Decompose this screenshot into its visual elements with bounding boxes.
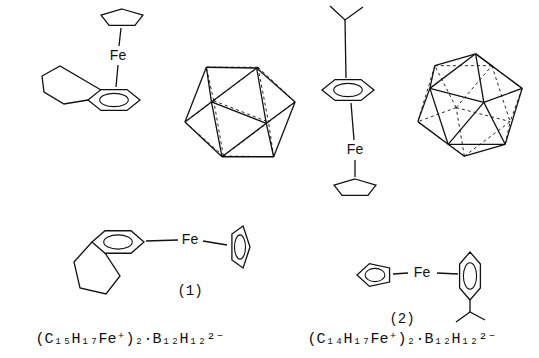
icosahedron-edge [448, 144, 464, 156]
compound-number: (2) [389, 312, 414, 327]
icosahedron-edge [258, 67, 269, 122]
icosahedron-edge [456, 108, 464, 157]
icosahedron-edge [222, 156, 274, 157]
icosahedron-edge [185, 122, 223, 156]
icosahedron-edge [206, 67, 258, 68]
icosahedron-edge [269, 102, 296, 122]
iron-atom-label: Fe [346, 142, 364, 157]
icosahedron-edge [206, 67, 211, 102]
iron-atom-label: Fe [109, 48, 127, 63]
formula-label: (C₁₅H₁₇Fe⁺)₂·B₁₂H₁₂²⁻ [35, 332, 224, 349]
bond-line [351, 103, 354, 140]
aromatic-circle [100, 93, 129, 106]
icosahedron-edge [505, 122, 510, 145]
fused-ring [42, 66, 101, 104]
aromatic-circle [104, 235, 133, 249]
icosahedron-edge [492, 66, 522, 89]
cyclopentadienyl-ring [334, 179, 376, 195]
icosahedron-edge [464, 144, 505, 156]
bond-line [119, 28, 121, 46]
bond-line [437, 273, 458, 274]
aromatic-circle [235, 235, 246, 259]
icosahedron-edge [257, 68, 295, 102]
bond-line [203, 241, 227, 245]
icosahedron-edge [430, 54, 476, 89]
fused-ring [74, 242, 120, 294]
bond-line [393, 273, 408, 274]
bond-line [116, 65, 118, 87]
icosahedron-edge [510, 88, 522, 121]
icosahedron-edge [464, 122, 510, 157]
arene-ring [88, 90, 140, 111]
icosahedron-edge [505, 88, 522, 144]
bond-line [354, 160, 355, 177]
isopropyl-group [469, 300, 470, 312]
icosahedron-edge [211, 102, 266, 123]
icosahedron-edge [456, 66, 492, 108]
icosahedron-edge [430, 66, 435, 89]
arene-ring [460, 252, 481, 300]
icosahedron-edge [418, 88, 430, 121]
icosahedron-edge [418, 122, 465, 157]
icosahedron-edge [435, 66, 456, 108]
icosahedron-edge [418, 122, 448, 145]
icosahedron-edge [223, 122, 268, 156]
bond-line [345, 20, 346, 78]
aromatic-circle [334, 83, 363, 96]
icosahedron-edge [214, 101, 224, 156]
isopropyl-group [456, 312, 485, 322]
formula-label: (C₁₄H₁₇Fe⁺)₂·B₁₂H₁₂²⁻ [307, 332, 496, 349]
cyclopentadienyl-ring [357, 264, 390, 287]
cyclopentadienyl-ring [101, 9, 143, 25]
icosahedron-edge [185, 102, 212, 122]
bond-line [146, 240, 178, 241]
arene-ring [92, 231, 144, 254]
icosahedron-edge [185, 122, 222, 157]
isopropyl-group [330, 6, 363, 20]
icosahedron-edge [430, 88, 484, 102]
icosahedron-edge [435, 65, 492, 66]
icosahedron-edge [269, 122, 274, 157]
icosahedron-edge [257, 68, 267, 123]
arene-ring [322, 80, 374, 101]
icosahedron-edge [430, 88, 448, 144]
icosahedron-edge [484, 102, 505, 144]
iron-atom-label: Fe [413, 265, 431, 280]
icosahedron-edge [258, 67, 295, 102]
icosahedron-edge [266, 123, 273, 156]
icosahedron-edge [456, 108, 510, 122]
icosahedron-edge [448, 144, 505, 145]
aromatic-circle [365, 268, 385, 281]
cyclopentadienyl-ring [232, 226, 250, 268]
iron-atom-label: Fe [181, 232, 199, 247]
icosahedron-edge [418, 66, 435, 122]
icosahedron-edge [476, 54, 523, 89]
icosahedron-edge [435, 54, 476, 66]
icosahedron-edge [476, 54, 484, 103]
icosahedron-edge [492, 66, 510, 122]
icosahedron-edge [214, 67, 258, 100]
aromatic-circle [463, 263, 476, 289]
compound-number: (1) [177, 284, 202, 299]
icosahedron-edge [214, 101, 269, 122]
